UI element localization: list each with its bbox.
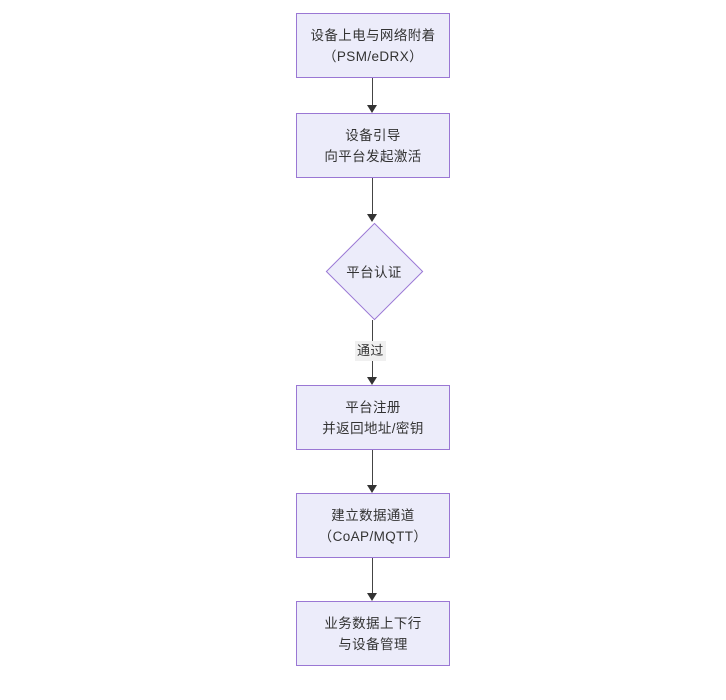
node-label-line-2: （PSM/eDRX） <box>322 48 424 64</box>
node-label-line-1: 设备引导 <box>345 127 401 143</box>
flow-node-platform-auth-decision[interactable]: 平台认证 <box>325 222 423 320</box>
node-label-line-1: 平台认证 <box>346 265 402 280</box>
flow-node-business-data-and-device-mgmt[interactable]: 业务数据上下行 与设备管理 <box>296 601 450 666</box>
flow-node-platform-register[interactable]: 平台注册 并返回地址/密钥 <box>296 385 450 450</box>
arrowhead-n5-n6 <box>367 593 377 601</box>
flow-node-device-bootstrap[interactable]: 设备引导 向平台发起激活 <box>296 113 450 178</box>
node-label-line-2: 向平台发起激活 <box>324 148 422 164</box>
connector-n1-n2 <box>372 78 373 105</box>
connector-n2-n3 <box>372 178 373 214</box>
node-label-line-2: 并返回地址/密钥 <box>322 420 424 436</box>
arrowhead-n3-n4 <box>367 377 377 385</box>
connector-n4-n5 <box>372 450 373 485</box>
node-label-line-1: 设备上电与网络附着 <box>310 27 436 43</box>
node-label-line-1: 建立数据通道 <box>331 507 415 523</box>
connector-n5-n6 <box>372 558 373 593</box>
node-label-line-2: 与设备管理 <box>338 636 408 652</box>
arrowhead-n4-n5 <box>367 485 377 493</box>
flow-node-establish-data-channel[interactable]: 建立数据通道 （CoAP/MQTT） <box>296 493 450 558</box>
node-label-line-2: （CoAP/MQTT） <box>318 528 428 544</box>
node-label-line-1: 平台注册 <box>345 399 401 415</box>
arrowhead-n2-n3 <box>367 214 377 222</box>
edge-label-pass: 通过 <box>355 341 386 361</box>
flow-node-device-power-on[interactable]: 设备上电与网络附着 （PSM/eDRX） <box>296 13 450 78</box>
arrowhead-n1-n2 <box>367 105 377 113</box>
node-label-line-1: 业务数据上下行 <box>324 615 422 631</box>
